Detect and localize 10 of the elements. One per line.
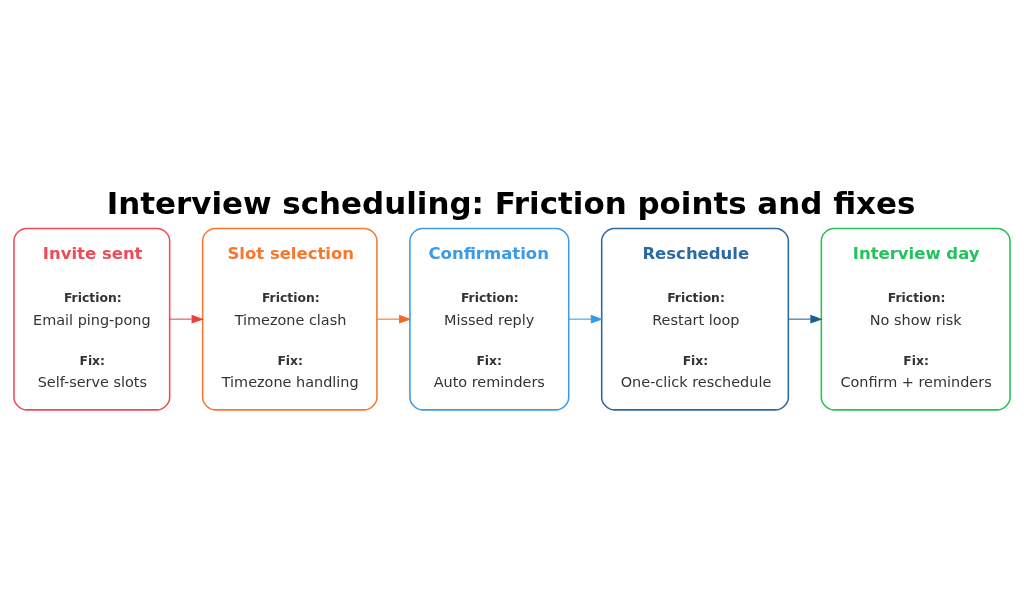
node-box: Reschedule Friction: Restart loop Fix: One-click reschedule	[600, 227, 790, 411]
node-box: Interview day Friction: No show risk Fix: Confirm + reminders	[820, 227, 1011, 411]
arrow	[169, 314, 204, 324]
node-box: Confirmation Friction: Missed reply Fix: Auto reminders	[409, 227, 570, 411]
arrow	[787, 314, 823, 324]
diagram-title: Interview scheduling: Friction points and fixes	[106, 184, 916, 221]
node-box: Invite sent Friction: Email ping-pong Fix: Self-serve slots	[13, 227, 171, 411]
arrow	[376, 314, 412, 324]
node-box: Slot selection Friction: Timezone clash Fix: Timezone handling	[201, 227, 378, 411]
arrow	[568, 314, 604, 324]
